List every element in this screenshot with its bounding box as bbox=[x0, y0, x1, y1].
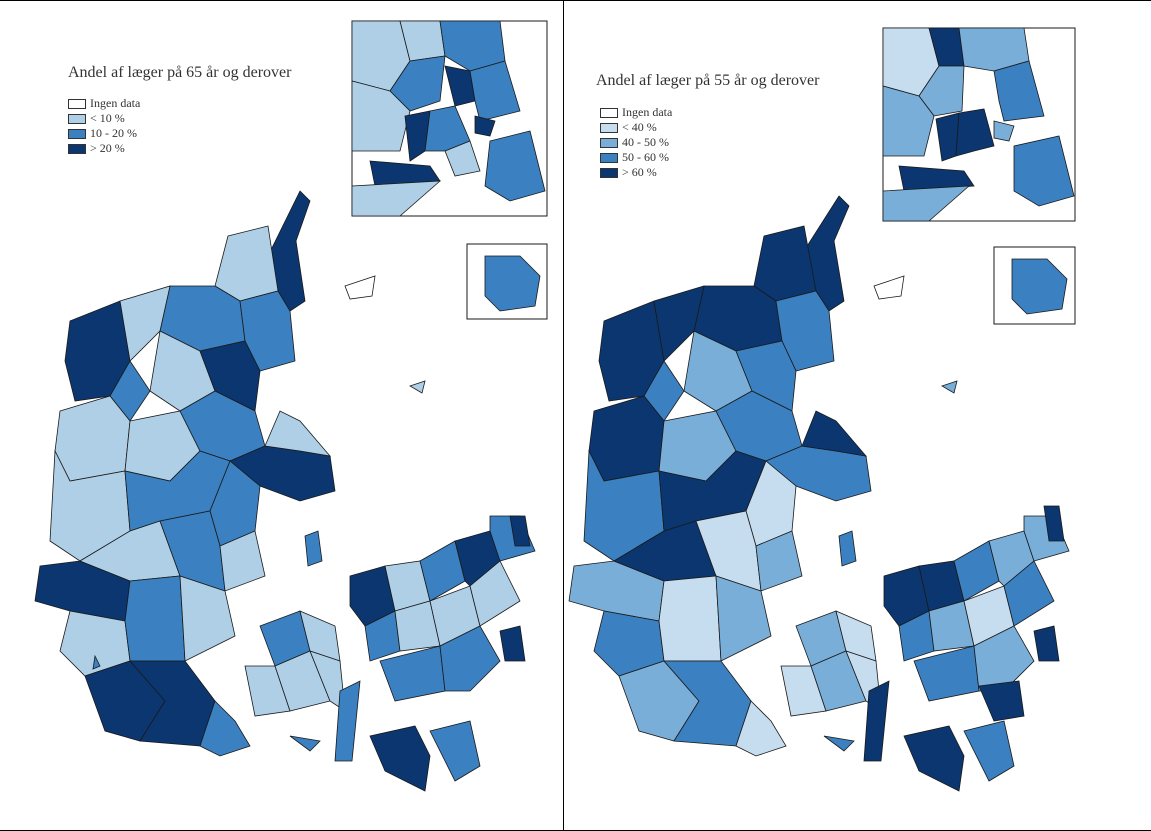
zealand-regions bbox=[883, 505, 1070, 792]
legend-item: > 60 % bbox=[600, 165, 672, 180]
inset-bornholm bbox=[466, 243, 548, 320]
region-mon bbox=[978, 680, 1025, 722]
map-legend-55: Ingen data < 40 % 40 - 50 % 50 - 60 % > … bbox=[600, 105, 672, 180]
inset-copenhagen bbox=[351, 20, 548, 217]
denmark-map-55 bbox=[568, 27, 1076, 792]
region-zealand-s2 bbox=[973, 625, 1035, 692]
region-zealand-ne3 bbox=[1043, 505, 1065, 542]
region-sw-2 bbox=[658, 575, 722, 662]
region-mariager bbox=[735, 340, 797, 412]
legend-swatch bbox=[600, 107, 618, 118]
legend-item: > 20 % bbox=[68, 141, 140, 156]
small-islands bbox=[92, 275, 426, 762]
region-north-west bbox=[753, 225, 817, 302]
legend-swatch bbox=[600, 122, 618, 133]
island-langeland bbox=[334, 680, 361, 762]
legend-swatch bbox=[600, 167, 618, 178]
region-stevns bbox=[1033, 625, 1060, 662]
inset-copenhagen bbox=[882, 27, 1076, 222]
region-stevns bbox=[499, 625, 526, 662]
legend-item: 40 - 50 % bbox=[600, 135, 672, 150]
legend-swatch bbox=[600, 137, 618, 148]
funen-regions bbox=[244, 610, 346, 717]
island-laeso bbox=[873, 275, 905, 300]
region-lolland bbox=[369, 725, 431, 792]
region-horsens bbox=[219, 530, 266, 592]
region-sw-2 bbox=[124, 575, 186, 662]
island-samso bbox=[838, 530, 857, 567]
legend-swatch bbox=[68, 128, 86, 139]
region-lolland bbox=[903, 725, 965, 792]
island-laeso bbox=[344, 275, 376, 300]
island-fano bbox=[92, 654, 101, 670]
region-zealand-ne3 bbox=[509, 515, 531, 547]
region-aarhus bbox=[801, 410, 868, 457]
legend-item: Ingen data bbox=[600, 105, 672, 120]
island-aero bbox=[289, 735, 321, 752]
island-anholt bbox=[941, 380, 958, 394]
legend-item: < 10 % bbox=[68, 111, 140, 126]
region-west-1 bbox=[54, 395, 131, 482]
region-sonderborg bbox=[735, 700, 787, 757]
funen-regions bbox=[780, 610, 882, 717]
map-title-65: Andel af læger på 65 år og derover bbox=[68, 64, 292, 81]
island-anholt bbox=[409, 380, 426, 394]
map-panel-65: Andel af læger på 65 år og derover Ingen… bbox=[0, 0, 564, 831]
denmark-map-65 bbox=[34, 20, 548, 792]
legend-swatch bbox=[68, 113, 86, 124]
legend-swatch bbox=[600, 152, 618, 163]
map-title-55: Andel af læger på 55 år og derover bbox=[596, 72, 820, 89]
zealand-regions bbox=[349, 515, 536, 792]
legend-item: 10 - 20 % bbox=[68, 126, 140, 141]
legend-swatch bbox=[68, 143, 86, 154]
legend-item: < 40 % bbox=[600, 120, 672, 135]
region-zealand-e1 bbox=[1003, 560, 1055, 627]
legend-item: Ingen data bbox=[68, 96, 140, 111]
region-west-1 bbox=[588, 395, 665, 482]
region-zealand-s2 bbox=[439, 625, 501, 692]
jutland-regions bbox=[34, 190, 336, 757]
region-zealand-e1 bbox=[469, 560, 521, 627]
map-legend-65: Ingen data < 10 % 10 - 20 % > 20 % bbox=[68, 96, 140, 156]
island-aero bbox=[823, 735, 855, 752]
island-langeland bbox=[863, 680, 890, 762]
jutland-regions bbox=[568, 195, 872, 757]
small-islands bbox=[823, 275, 958, 762]
region-kolding bbox=[715, 575, 772, 662]
region-mariager bbox=[199, 340, 261, 412]
region-sonderborg bbox=[199, 700, 251, 757]
map-panel-55: Andel af læger på 55 år og derover Ingen… bbox=[564, 0, 1151, 831]
region-kolding bbox=[179, 575, 236, 662]
island-samso bbox=[304, 530, 323, 567]
region-aarhus bbox=[264, 410, 332, 457]
region-falster bbox=[429, 720, 481, 782]
region-falster bbox=[963, 720, 1015, 782]
legend-item: 50 - 60 % bbox=[600, 150, 672, 165]
legend-swatch bbox=[68, 98, 86, 109]
inset-bornholm bbox=[993, 246, 1076, 325]
region-horsens bbox=[755, 530, 803, 592]
region-north-west bbox=[214, 225, 279, 302]
